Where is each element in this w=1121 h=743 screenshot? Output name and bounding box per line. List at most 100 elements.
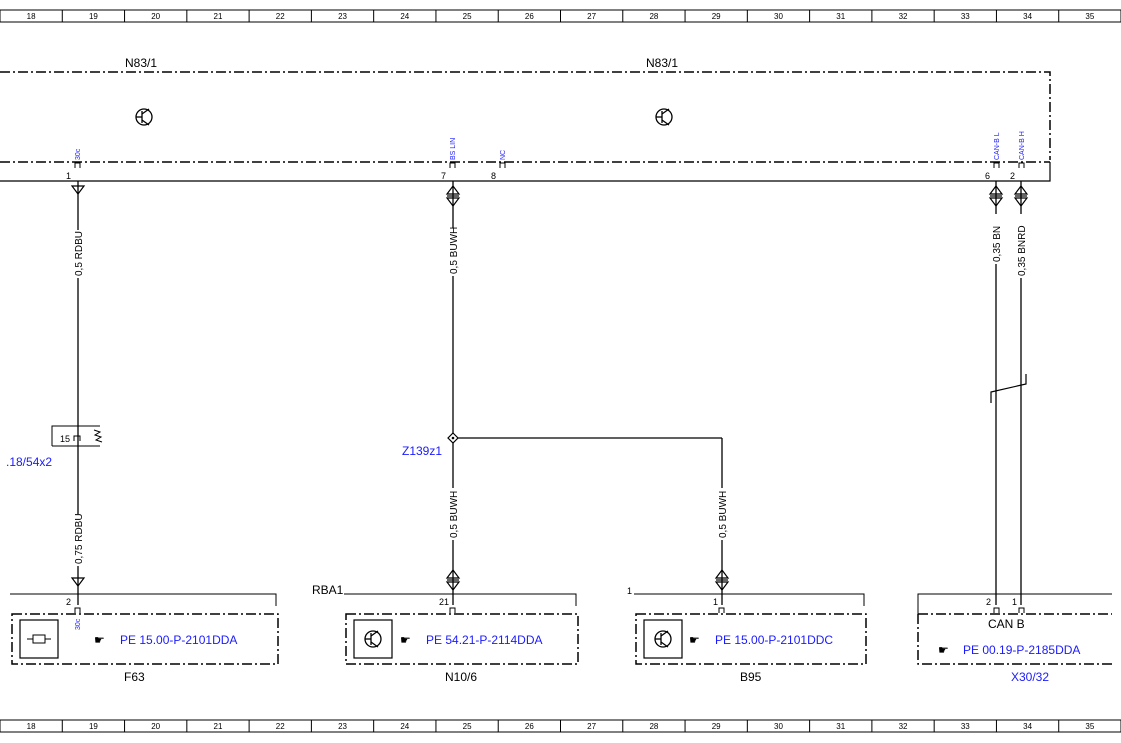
ruler-column-label: 24 <box>400 722 409 731</box>
wire-label: 0,5 RDBU <box>74 231 85 276</box>
ruler-column-label: 22 <box>276 12 285 21</box>
transistor-icon <box>364 630 382 648</box>
wire-label: 0,35 BN <box>992 226 1003 262</box>
transistor-icon <box>135 108 153 126</box>
reference-link[interactable]: PE 54.21-P-2114DDA <box>426 633 543 647</box>
ruler-column-label: 29 <box>712 722 721 731</box>
reference-link[interactable]: PE 00.19-P-2185DDA <box>963 643 1080 657</box>
connector-arrow-icon <box>70 577 86 587</box>
ruler-column-label: 19 <box>89 12 98 21</box>
ruler-column-label: 23 <box>338 12 347 21</box>
module-n83-box <box>0 71 1051 182</box>
connector-double-arrow-icon <box>1013 185 1029 207</box>
pin-8-label: 8 <box>491 171 496 181</box>
ruler-column-label: 28 <box>649 12 658 21</box>
component-label: F63 <box>124 670 145 684</box>
ruler-column-label: 24 <box>400 12 409 21</box>
pin-label: 2 <box>986 597 991 607</box>
wires <box>77 181 1022 605</box>
connector-double-arrow-icon <box>445 185 461 207</box>
ruler-column-label: 25 <box>463 12 472 21</box>
ruler-column-label: 30 <box>774 12 783 21</box>
ruler-column-label: 30 <box>774 722 783 731</box>
pin-label: 21 <box>439 597 449 607</box>
pin-30c-label: 30c <box>75 148 82 160</box>
connector-18-54x2: 15 <box>51 425 103 447</box>
component-label: N10/6 <box>445 670 477 684</box>
ruler-column-label: 25 <box>463 722 472 731</box>
wire-label: 0,5 BUWH <box>449 227 460 274</box>
ruler-column-label: 28 <box>649 722 658 731</box>
pin-nc-label: NC <box>500 150 507 160</box>
connector-pin-label: 15 <box>60 434 70 444</box>
ruler-column-label: 35 <box>1085 722 1094 731</box>
ruler-column-label: 20 <box>151 12 160 21</box>
pin-can-b-l: CAN-B L 6 <box>985 132 1001 181</box>
ruler-column-label: 31 <box>836 722 845 731</box>
twisted-pair-marker <box>990 374 1027 403</box>
ruler-column-label: 21 <box>214 12 223 21</box>
pin-label: 1 <box>1012 597 1017 607</box>
component-n10-6: RBA1 21 ☛ PE 54.21-P-2114DDA N10/6 <box>312 583 579 684</box>
pin-2-label: 2 <box>1010 171 1015 181</box>
connector-double-arrow-icon <box>714 569 730 591</box>
reference-link[interactable]: PE 15.00-P-2101DDA <box>120 633 237 647</box>
component-f63: 2 30c ☛ PE 15.00-P-2101DDA F63 <box>10 593 279 684</box>
wire-label: 0,35 BNRD <box>1017 225 1028 276</box>
pin-label: 2 <box>66 597 71 607</box>
ruler-column-label: 21 <box>214 722 223 731</box>
splice-z139z1-label: Z139z1 <box>402 444 442 458</box>
pin-6-label: 6 <box>985 171 990 181</box>
wire-label: 0,5 BUWH <box>718 491 729 538</box>
pin-can-b-h: CAN-B H 2 <box>1010 131 1026 181</box>
ruler-column-label: 32 <box>899 722 908 731</box>
hand-pointer-icon: ☛ <box>938 643 949 657</box>
ruler-column-label: 34 <box>1023 722 1032 731</box>
ruler-column-label: 26 <box>525 12 534 21</box>
module-n83-label-left: N83/1 <box>125 56 157 70</box>
reference-link[interactable]: PE 15.00-P-2101DDC <box>715 633 833 647</box>
ruler-column-label: 18 <box>27 12 36 21</box>
connector-18-54x2-label: .18/54x2 <box>6 455 52 469</box>
hand-pointer-icon: ☛ <box>689 633 700 647</box>
ruler-column-label: 32 <box>899 12 908 21</box>
ruler-column-label: 18 <box>27 722 36 731</box>
ruler-column-label: 19 <box>89 722 98 731</box>
transistor-icon <box>655 108 673 126</box>
pin-30c-top: 30c 1 <box>66 148 82 181</box>
ruler-column-label: 26 <box>525 722 534 731</box>
connector-arrow-icon <box>70 185 86 195</box>
rba-label: RBA1 <box>312 583 344 597</box>
pin-7-label: 7 <box>441 171 446 181</box>
component-label: X30/32 <box>1011 670 1049 684</box>
connector-double-arrow-icon <box>988 185 1004 207</box>
pin-nc: NC 8 <box>491 150 507 181</box>
ruler-column-label: 33 <box>961 12 970 21</box>
ruler-column-label: 34 <box>1023 12 1032 21</box>
pin-30c-label: 30c <box>75 618 82 630</box>
ruler-column-label: 22 <box>276 722 285 731</box>
pin-can-bl-label: CAN-B L <box>994 132 1001 160</box>
module-n83-label-right: N83/1 <box>646 56 678 70</box>
pin-label: 1 <box>627 586 632 596</box>
ruler-column-label: 20 <box>151 722 160 731</box>
ruler-column-label: 35 <box>1085 12 1094 21</box>
ruler-column-label: 27 <box>587 12 596 21</box>
pin-bs-lin: BS LIN 7 <box>441 138 457 181</box>
ruler-column-label: 27 <box>587 722 596 731</box>
wire-label: 0,75 RDBU <box>74 513 85 564</box>
splice-point-icon <box>447 432 459 444</box>
wire-label: 0,5 BUWH <box>449 491 460 538</box>
component-label: B95 <box>740 670 762 684</box>
component-b95: 1 1 ☛ PE 15.00-P-2101DDC B95 <box>627 586 867 684</box>
transistor-icon <box>654 630 672 648</box>
hand-pointer-icon: ☛ <box>94 633 105 647</box>
pin-label: 1 <box>713 597 718 607</box>
ruler-column-label: 29 <box>712 12 721 21</box>
hand-pointer-icon: ☛ <box>400 633 411 647</box>
can-b-label: CAN B <box>988 617 1025 631</box>
ruler-column-label: 23 <box>338 722 347 731</box>
